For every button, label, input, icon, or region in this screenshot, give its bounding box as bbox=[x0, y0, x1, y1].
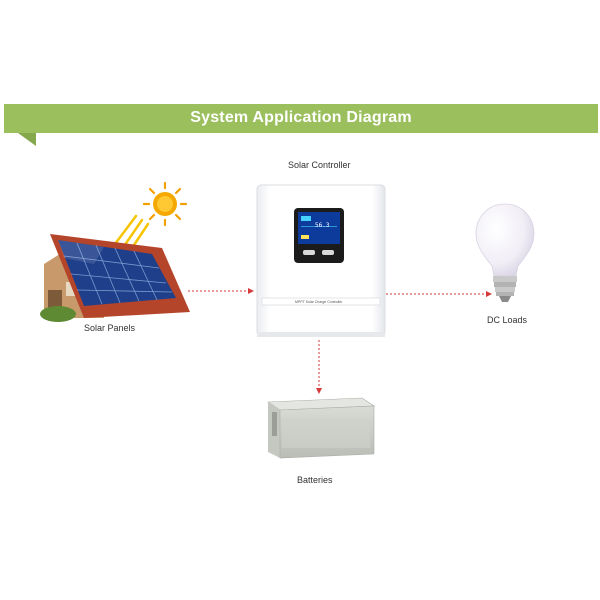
solar-panels-label: Solar Panels bbox=[84, 323, 136, 333]
dc-loads-label: DC Loads bbox=[487, 315, 528, 325]
batteries-label: Batteries bbox=[297, 475, 333, 485]
battery-icon bbox=[267, 397, 375, 459]
diagram-title: System Application Diagram bbox=[190, 109, 412, 126]
arrow-controller-to-batteries bbox=[316, 340, 322, 394]
arrow-panels-to-controller bbox=[188, 288, 254, 294]
lcd-readout: 56.3 bbox=[315, 222, 330, 229]
solar-panels-image bbox=[40, 234, 190, 322]
controller-strip-text: MPPT Solar Charge Controller bbox=[295, 300, 343, 304]
solar-controller-device bbox=[256, 184, 386, 337]
light-bulb-icon bbox=[475, 203, 535, 302]
arrow-controller-to-loads bbox=[386, 291, 492, 297]
controller-label: Solar Controller bbox=[288, 160, 351, 170]
title-banner: System Application Diagram bbox=[4, 104, 598, 133]
sun-icon bbox=[142, 181, 188, 227]
banner-tab-fold bbox=[18, 133, 36, 146]
